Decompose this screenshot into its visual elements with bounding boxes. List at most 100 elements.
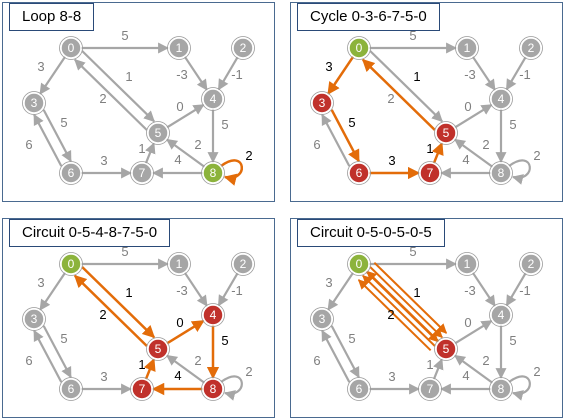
- edge-5-4: [453, 319, 493, 345]
- edge-label-5-0: 1: [125, 69, 132, 84]
- edge-label-8-7: 4: [462, 368, 469, 383]
- edge-label-3-6: 5: [348, 115, 355, 130]
- svg-text:5: 5: [443, 126, 450, 140]
- svg-text:2: 2: [240, 257, 247, 271]
- svg-text:1: 1: [464, 41, 471, 55]
- edge-2-4: [505, 56, 527, 91]
- edge-label-6-3: 6: [25, 353, 32, 368]
- node-4: 4: [489, 87, 513, 111]
- edge-1-4: [183, 55, 208, 91]
- node-2: 2: [231, 252, 255, 276]
- edge-label-5-0: 1: [125, 285, 132, 300]
- edge-label-8-7: 4: [462, 152, 469, 167]
- edge-label-5-0: 1: [413, 69, 420, 84]
- node-1: 1: [455, 36, 479, 60]
- edge-5-0: [362, 274, 436, 347]
- edge-8-8: [508, 159, 531, 185]
- edge-7-5: [431, 142, 444, 165]
- node-3: 3: [22, 307, 46, 331]
- edge-label-0-5: 2: [387, 307, 394, 322]
- edge-label-0-3: 3: [325, 59, 332, 74]
- node-5: 5: [146, 121, 170, 145]
- edge-5-0: [361, 58, 436, 131]
- node-2: 2: [519, 36, 543, 60]
- edge-label-8-7: 4: [174, 152, 181, 167]
- edge-3-6: [330, 109, 360, 163]
- svg-text:8: 8: [210, 382, 217, 396]
- node-3: 3: [22, 91, 46, 115]
- edge-label-8-8: 2: [533, 364, 540, 379]
- edge-label-3-6: 5: [348, 331, 355, 346]
- node-3: 3: [310, 307, 334, 331]
- svg-text:5: 5: [155, 126, 162, 140]
- edge-6-3: [33, 113, 63, 167]
- edge-label-7-5: 1: [138, 357, 145, 372]
- edge-label-2-4: -1: [231, 283, 243, 298]
- svg-text:3: 3: [31, 312, 38, 326]
- edge-label-6-3: 6: [313, 137, 320, 152]
- node-4: 4: [201, 87, 225, 111]
- svg-text:8: 8: [498, 166, 505, 180]
- edge-label-2-4: -1: [231, 67, 243, 82]
- edge-label-8-5: 2: [482, 137, 489, 152]
- edge-label-8-8: 2: [245, 364, 252, 379]
- svg-text:0: 0: [68, 257, 75, 271]
- svg-text:7: 7: [139, 166, 146, 180]
- edge-label-1-4: -3: [464, 283, 476, 298]
- edge-1-4: [471, 271, 496, 307]
- edge-label-6-7: 3: [100, 153, 107, 168]
- edge-5-0: [357, 279, 432, 352]
- node-5: 5: [434, 337, 458, 361]
- edge-label-1-4: -3: [176, 283, 188, 298]
- node-7: 7: [418, 161, 442, 185]
- edge-8-5: [454, 354, 494, 385]
- node-8: 8: [201, 377, 225, 401]
- edge-label-6-7: 3: [388, 369, 395, 384]
- edge-6-3: [321, 113, 351, 167]
- node-6: 6: [347, 161, 371, 185]
- edge-label-3-6: 5: [60, 331, 67, 346]
- edge-label-8-7: 4: [174, 368, 181, 383]
- node-7: 7: [418, 377, 442, 401]
- edge-0-5: [369, 50, 443, 123]
- panel-title: Circuit 0-5-0-5-0-5: [297, 219, 445, 247]
- edge-0-5: [373, 261, 448, 334]
- node-6: 6: [347, 377, 371, 401]
- node-0: 0: [347, 36, 371, 60]
- svg-text:0: 0: [68, 41, 75, 55]
- node-0: 0: [59, 36, 83, 60]
- svg-text:6: 6: [68, 166, 75, 180]
- edge-label-4-8: 5: [221, 333, 228, 348]
- node-1: 1: [167, 36, 191, 60]
- edge-8-8: [508, 375, 531, 401]
- edge-label-0-5: 2: [99, 91, 106, 106]
- svg-text:8: 8: [498, 382, 505, 396]
- edge-label-0-3: 3: [37, 59, 44, 74]
- panel-title: Circuit 0-5-4-8-7-5-0: [9, 219, 171, 247]
- svg-text:2: 2: [528, 257, 535, 271]
- edge-2-4: [217, 272, 239, 307]
- node-0: 0: [347, 252, 371, 276]
- node-5: 5: [146, 337, 170, 361]
- svg-text:4: 4: [210, 92, 217, 106]
- edge-label-6-3: 6: [313, 353, 320, 368]
- svg-text:7: 7: [427, 166, 434, 180]
- node-8: 8: [489, 377, 513, 401]
- svg-text:6: 6: [356, 166, 363, 180]
- edge-label-0-5: 2: [387, 91, 394, 106]
- edge-6-3: [321, 329, 351, 383]
- svg-text:1: 1: [176, 41, 183, 55]
- node-1: 1: [455, 252, 479, 276]
- panel-title: Cycle 0-3-6-7-5-0: [297, 3, 440, 31]
- edge-label-2-4: -1: [519, 67, 531, 82]
- edge-label-0-1: 5: [121, 28, 128, 43]
- node-6: 6: [59, 377, 83, 401]
- edge-3-6: [330, 325, 360, 379]
- edge-0-3: [327, 55, 355, 95]
- edge-5-4: [165, 319, 205, 345]
- node-5: 5: [434, 121, 458, 145]
- edge-label-1-4: -3: [464, 67, 476, 82]
